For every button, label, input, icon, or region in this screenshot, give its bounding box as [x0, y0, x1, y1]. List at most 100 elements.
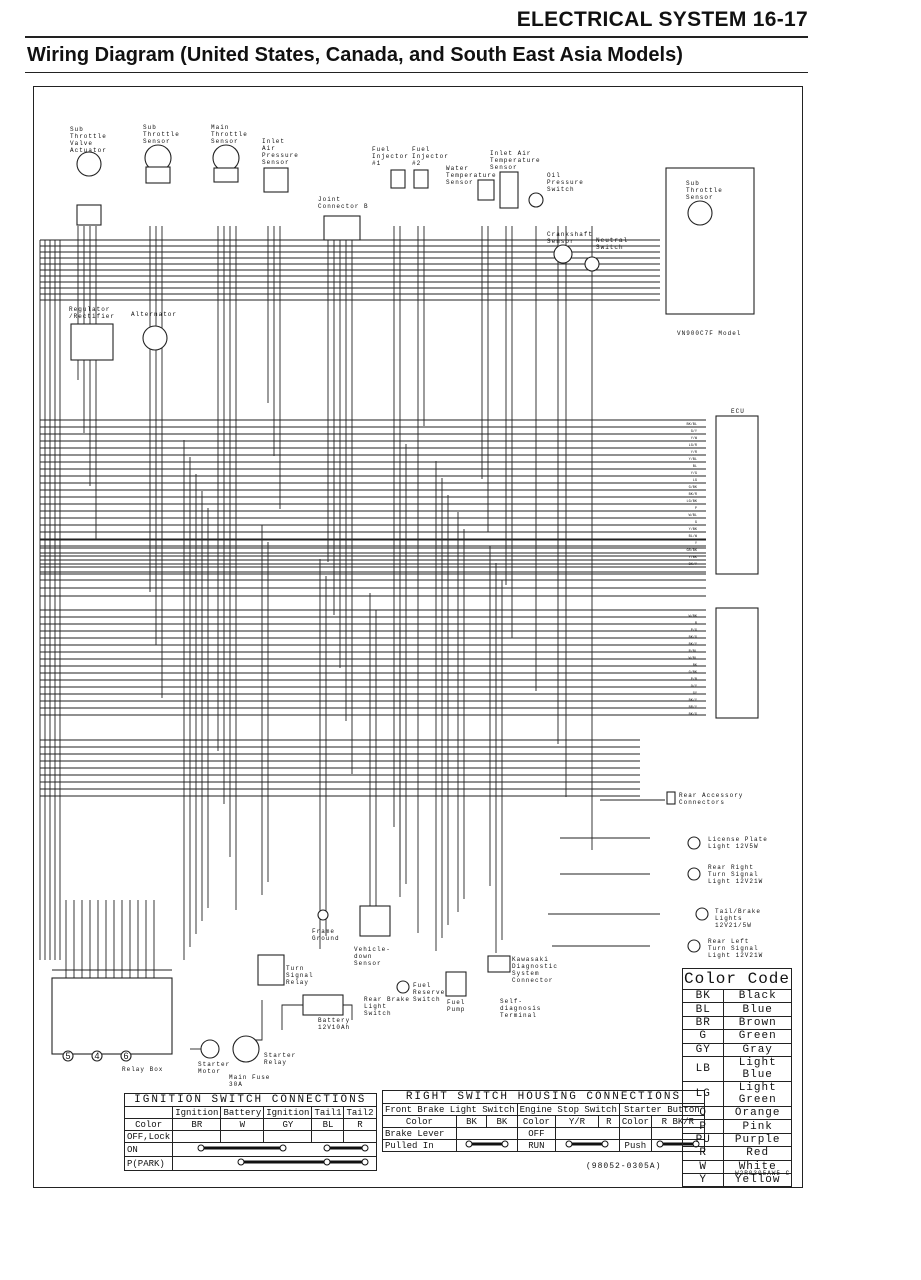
ignition-park-connection	[172, 1156, 377, 1171]
ecu-lower-block	[715, 607, 759, 719]
actuator-motor-symbol	[76, 151, 102, 177]
starter-motor-symbol	[200, 1039, 220, 1059]
ecu-pin-label: Y/W	[691, 436, 698, 441]
ecu-pin-label: Y/BL	[689, 457, 697, 462]
ignition-row-on: ON	[123, 1142, 174, 1157]
ecu-pin-label: G/Y	[691, 429, 698, 434]
circled-6	[120, 1050, 132, 1062]
joint-connector-b-body	[323, 215, 361, 241]
fuel-injector-1-body	[390, 169, 406, 189]
engine-stop-header: Engine Stop Switch	[516, 1103, 620, 1116]
label-rear-right-turn-signal: Rear Right Turn Signal Light 12V21W	[708, 864, 764, 885]
wire	[246, 1000, 263, 1041]
ecu-pin-label: R/BL	[689, 649, 697, 654]
ecu-pin-label: BK/R	[689, 492, 698, 497]
diagram-frame	[33, 86, 803, 1188]
color-code-name: Orange	[723, 1105, 792, 1121]
water-temp-sensor-body	[477, 179, 495, 201]
ecu-pin-label: Y/R	[691, 450, 698, 455]
ignition-color-label: Color	[123, 1118, 174, 1131]
ecu-pin-label: G/BK	[689, 485, 698, 490]
ignition-col-battery: Battery	[220, 1106, 265, 1119]
color-code-abbr: R	[681, 1146, 725, 1161]
ecu-pin-labels: BK/BLG/YY/WLG/RY/RY/BLBLY/GLGG/BKBK/RLG/…	[686, 422, 697, 717]
label-relay-box: Relay Box	[122, 1066, 164, 1073]
label-license-plate-light: License Plate Light 12V5W	[708, 836, 768, 850]
color-code-abbr: BK	[681, 988, 725, 1004]
oil-pressure-switch-symbol	[528, 192, 544, 208]
wire	[281, 1004, 303, 1030]
inlet-air-temp-sensor-body	[499, 171, 519, 209]
label-inset-sub-throttle-sensor: Sub Throttle Sensor	[686, 180, 723, 201]
ecu-pin-label: G/BK	[689, 670, 698, 675]
ecu-pin-label: BR/Y	[689, 705, 698, 710]
crankshaft-sensor-symbol	[553, 244, 573, 264]
es-color-2: R	[597, 1115, 620, 1128]
sub-throttle-sensor-body	[145, 166, 171, 184]
ecu-pin-label: W/BK	[689, 614, 698, 619]
vehicle-down-sensor-body	[359, 905, 391, 937]
label-inset-model: VN900C7F Model	[677, 330, 742, 337]
header-rule	[25, 36, 808, 38]
push-label: Push	[618, 1139, 652, 1152]
ecu-pin-label: BK/Y	[689, 698, 698, 703]
wire-bundle	[39, 226, 706, 1050]
color-code-name: Light Green	[723, 1080, 792, 1107]
label-vehicle-down-sensor: Vehicle- down Sensor	[354, 946, 391, 967]
label-starter-motor: Starter Motor	[198, 1061, 231, 1075]
ignition-color-2: W	[220, 1118, 265, 1131]
ecu-pin-label: P/G	[691, 628, 697, 633]
ignition-col-tail1: Tail1	[311, 1106, 345, 1119]
right-switch-title: RIGHT SWITCH HOUSING CONNECTIONS	[382, 1090, 705, 1104]
label-oil-pressure-switch: Oil Pressure Switch	[547, 172, 584, 193]
ecu-pin-label: Y/BK	[689, 527, 698, 532]
battery-body	[302, 994, 344, 1016]
pulled-in-connection	[455, 1139, 518, 1152]
ecu-pin-label: LG	[693, 479, 697, 483]
ecu-pin-label: LG/BK	[686, 499, 697, 504]
color-code-name: Gray	[723, 1042, 792, 1057]
drawing-code: W2R0305AW5 C	[735, 1170, 791, 1177]
color-code-abbr: PU	[681, 1132, 725, 1148]
color-code-abbr: P	[681, 1119, 725, 1134]
label-tail-brake-lights: Tail/Brake Lights 12V21/5W	[715, 908, 762, 929]
label-battery: Battery 12V10Ah	[318, 1017, 351, 1031]
label-joint-connector-b: Joint Connector B	[318, 196, 369, 210]
ignition-on-connection	[172, 1142, 377, 1157]
ecu-pin-label: BK	[693, 664, 698, 668]
rear-accessory-connector-body	[666, 791, 676, 805]
color-code-name: Green	[723, 1029, 792, 1044]
color-code-abbr: W	[681, 1159, 725, 1174]
label-fuel-injector-1: Fuel Injector #1	[372, 146, 409, 167]
wire	[343, 1004, 353, 1020]
label-main-fuse: Main Fuse 30A	[229, 1074, 271, 1088]
label-kawasaki-diagnostic-connector: Kawasaki Diagnostic System Connector	[512, 956, 559, 984]
label-water-temperature-sensor: Water Temperature Sensor	[446, 165, 497, 186]
label-fuel-reserve-switch: Fuel Reserve Switch	[413, 982, 446, 1003]
ecu-pin-label: Y/G	[691, 471, 697, 476]
ecu-pin-label: W/BL	[689, 513, 697, 518]
ignition-switch-table: IGNITION SWITCH CONNECTIONS Ignition Bat…	[123, 1093, 377, 1171]
ecu-pin-label: BK/G	[689, 712, 697, 717]
ecu-pin-label: BL/W	[689, 534, 698, 539]
color-code-title: Color Code	[682, 968, 792, 990]
reference-code: (98052-0305A)	[586, 1162, 662, 1171]
label-sub-throttle-valve-actuator: Sub Throttle Valve Actuator	[70, 126, 107, 154]
ignition-row-off-lock: OFF,Lock	[123, 1130, 174, 1143]
label-regulator-rectifier: Regulator /Rectifier	[69, 306, 116, 320]
page-title: Wiring Diagram (United States, Canada, a…	[27, 44, 683, 66]
ignition-table-title: IGNITION SWITCH CONNECTIONS	[124, 1093, 377, 1107]
ignition-color-1: BR	[172, 1118, 222, 1131]
ecu-pin-label: GY	[693, 692, 698, 696]
label-crankshaft-sensor: Crankshaft Sensor	[547, 231, 594, 245]
brake-lever-label: Brake Lever	[382, 1127, 457, 1140]
